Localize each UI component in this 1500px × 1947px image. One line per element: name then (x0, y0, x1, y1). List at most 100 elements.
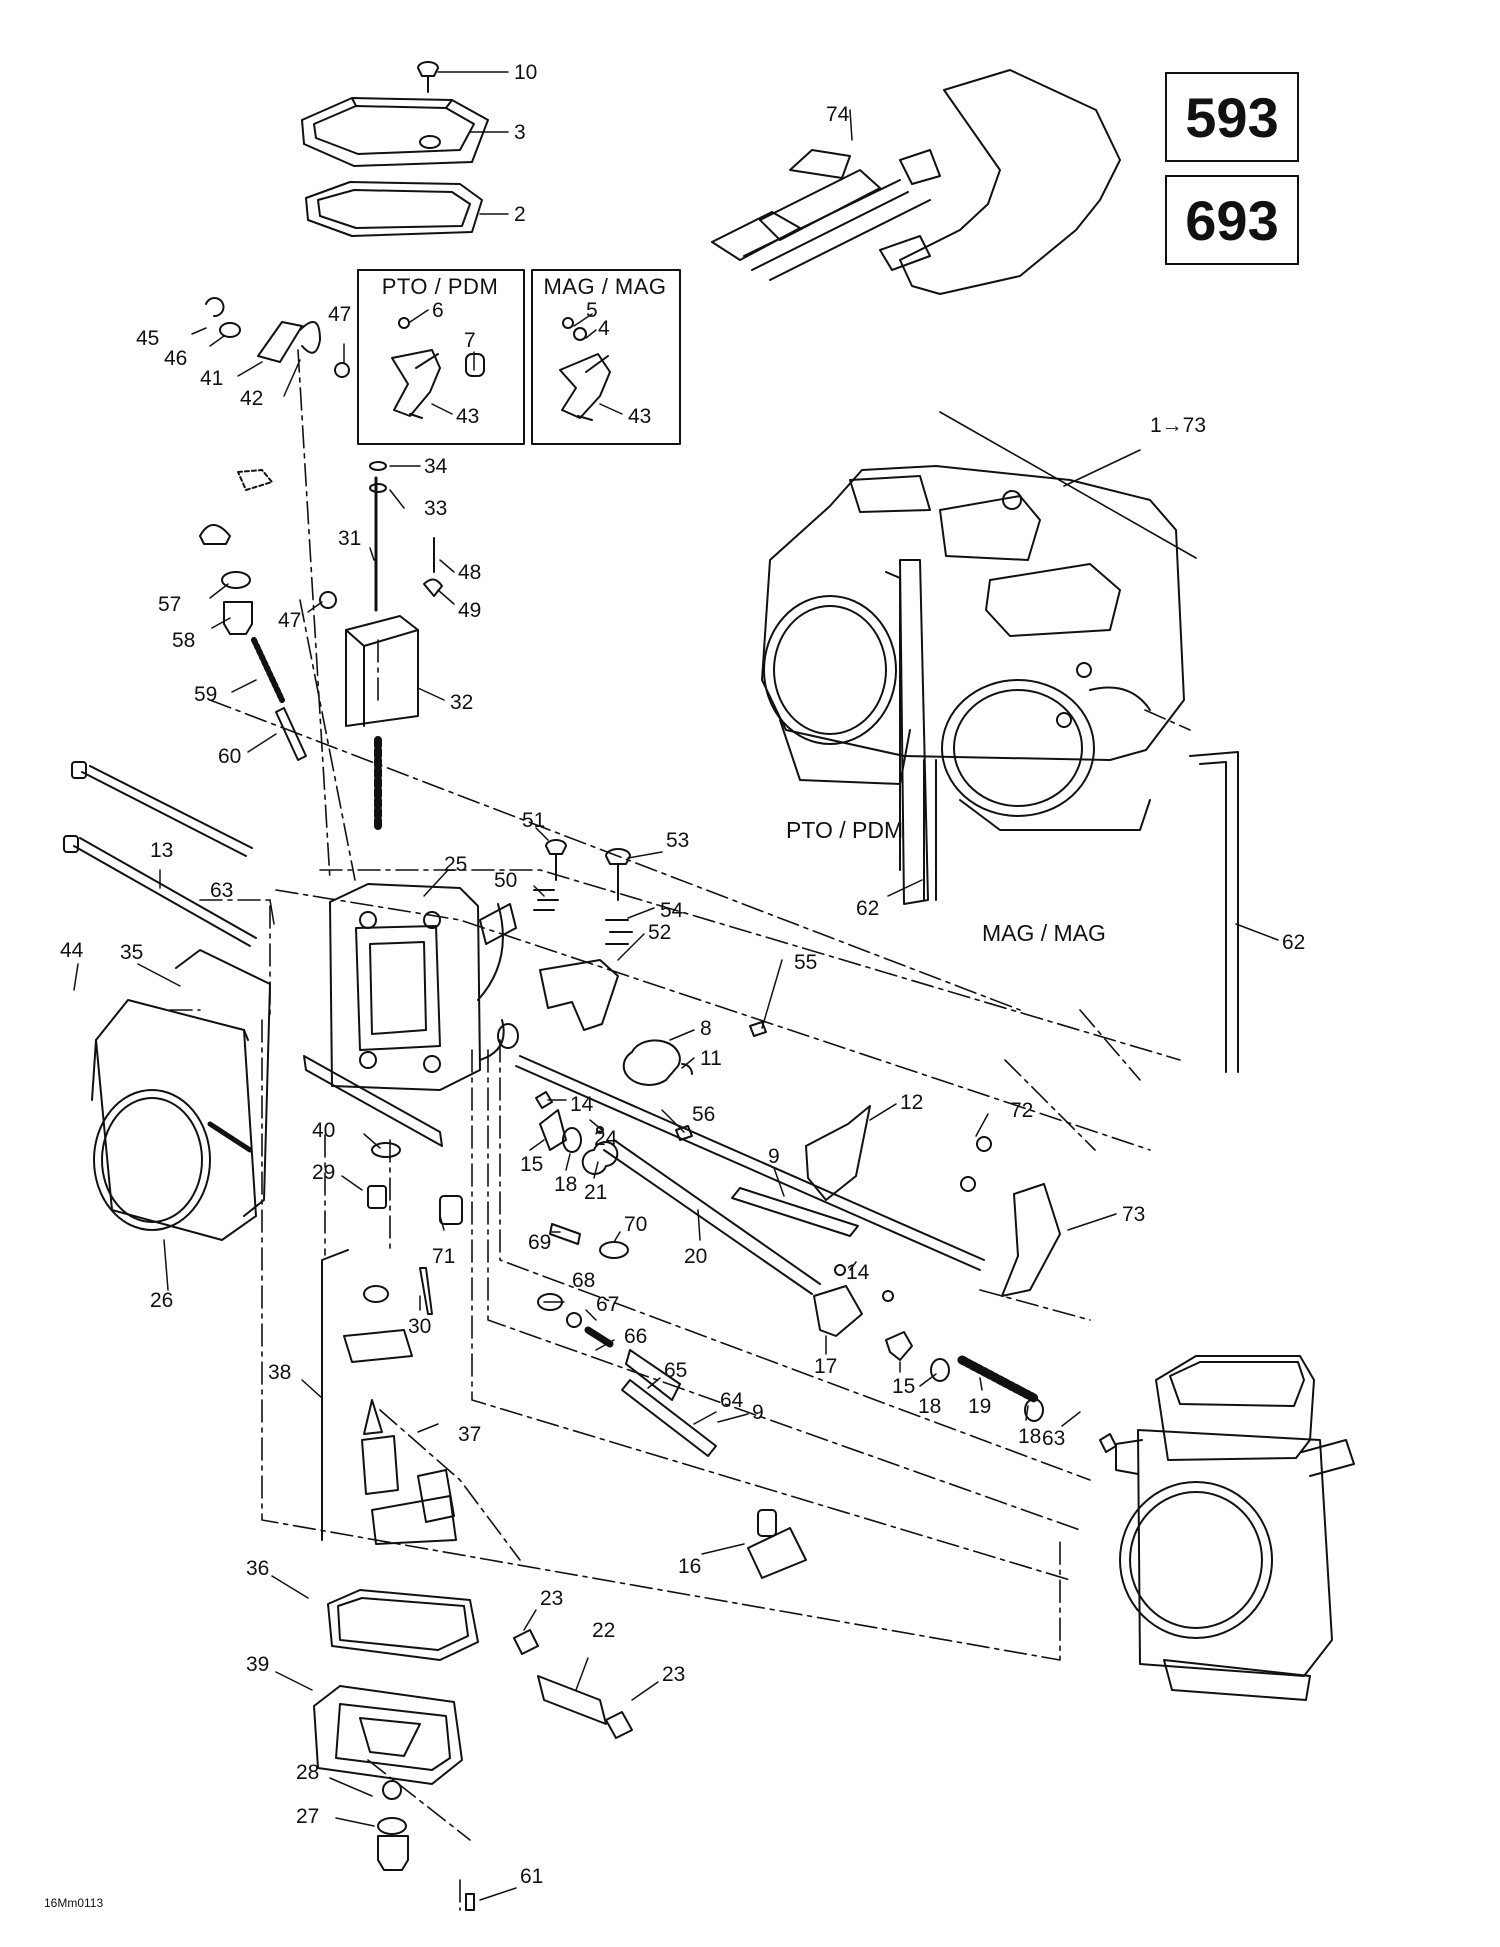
callout: 58 (172, 629, 196, 652)
callout: 64 (720, 1389, 744, 1412)
callout: 68 (572, 1269, 596, 1292)
callout: 18 (1018, 1425, 1042, 1448)
small-parts-group (535, 1091, 681, 1401)
model-number-693: 693 (1165, 175, 1299, 265)
callout: 59 (194, 683, 218, 706)
callout: 28 (296, 1761, 320, 1784)
callout: 33 (424, 497, 448, 520)
assembled-carb-bottom (1099, 1355, 1355, 1701)
callout: 74 (826, 103, 850, 126)
callout: 35 (120, 941, 144, 964)
inset-mag-mag: MAG / MAG (532, 270, 678, 442)
callout: 29 (312, 1161, 336, 1184)
mounting-flange (91, 949, 271, 1241)
callout: 19 (968, 1395, 992, 1418)
callout: 18 (554, 1173, 578, 1196)
assembly-bracket-arrow (1063, 449, 1141, 487)
callout: 4 (598, 317, 610, 340)
callout: 57 (158, 593, 182, 616)
inset-title-mag: MAG / MAG (543, 274, 667, 299)
callout: 3 (514, 121, 526, 144)
assembly-range-label: 1→73 (1150, 414, 1207, 437)
callout: 46 (164, 347, 188, 370)
callout: 45 (136, 327, 160, 350)
callout: 9 (752, 1401, 764, 1424)
linkage-group (205, 297, 350, 378)
callout: 53 (666, 829, 690, 852)
model-number-593: 593 (1165, 72, 1299, 162)
callout: 30 (408, 1315, 432, 1338)
callout: 23 (662, 1663, 686, 1686)
callout: 15 (892, 1375, 916, 1398)
callout: 70 (624, 1213, 648, 1236)
callout: 32 (450, 691, 474, 714)
callout: 15 (520, 1153, 544, 1176)
callout: 48 (458, 561, 482, 584)
callout: 44 (60, 939, 84, 962)
callout: 39 (246, 1653, 270, 1676)
callout: 8 (700, 1017, 712, 1040)
callout: 60 (218, 745, 242, 768)
rails-group (603, 1139, 859, 1457)
callout: 47 (278, 609, 302, 632)
callout: 18 (918, 1395, 942, 1418)
idle-screw-group (813, 1264, 1044, 1422)
callout: 43 (456, 405, 480, 428)
callout: 26 (150, 1289, 174, 1312)
callout: 51 (522, 809, 546, 832)
pto-inset-parts (391, 317, 485, 419)
callout: 25 (444, 853, 468, 876)
carb-body (303, 883, 519, 1147)
callout: 9 (768, 1145, 780, 1168)
callout: 42 (240, 387, 264, 410)
callout: 72 (1010, 1099, 1034, 1122)
inset-frame-mag (531, 269, 681, 445)
callout: 65 (664, 1359, 688, 1382)
callout: 71 (432, 1245, 456, 1268)
callout: 7 (464, 329, 476, 352)
assembled-twin-carbs (761, 465, 1185, 905)
callout: 63 (210, 879, 234, 902)
callout: 21 (584, 1181, 608, 1204)
callout: 40 (312, 1119, 336, 1142)
callout: 63 (1042, 1427, 1066, 1450)
callout: 10 (514, 61, 538, 84)
choke-group (533, 839, 767, 1141)
cable-fitting-group (199, 469, 307, 761)
vent-tubes (923, 751, 1239, 1073)
callout: 5 (586, 299, 598, 322)
callout: 23 (540, 1587, 564, 1610)
float-bowl-group (313, 1589, 479, 1911)
mag-inset-parts (559, 317, 611, 421)
inset-pto-pdm: PTO / PDM (358, 270, 522, 442)
figure-reference: 16Mm0113 (44, 1896, 104, 1910)
callout: 17 (814, 1355, 838, 1378)
callout: 11 (700, 1047, 722, 1070)
callout: 20 (684, 1245, 708, 1268)
callout: 73 (1122, 1203, 1146, 1226)
callout: 54 (660, 899, 684, 922)
top-cover-group (301, 61, 489, 237)
callout: 38 (268, 1361, 292, 1384)
callout: 50 (494, 869, 518, 892)
callout: 52 (648, 921, 672, 944)
callout: 69 (528, 1231, 552, 1254)
callout: 43 (628, 405, 652, 428)
callout: 16 (678, 1555, 702, 1578)
callout: 14 (570, 1093, 594, 1116)
callout: 62 (856, 897, 880, 920)
leader-lines (73, 71, 1279, 1901)
callout: 13 (150, 839, 174, 862)
callout: 67 (596, 1293, 620, 1316)
callout: 22 (592, 1619, 616, 1642)
callout: 34 (424, 455, 448, 478)
long-screws (63, 761, 257, 947)
callout: 62 (1282, 931, 1306, 954)
fitting-hose-group (513, 1509, 807, 1739)
callout: 14 (846, 1261, 870, 1284)
assembly-label-mag: MAG / MAG (982, 920, 1106, 946)
throttle-slide-group (319, 461, 443, 834)
callout: 24 (594, 1127, 618, 1150)
callout: 66 (624, 1325, 648, 1348)
